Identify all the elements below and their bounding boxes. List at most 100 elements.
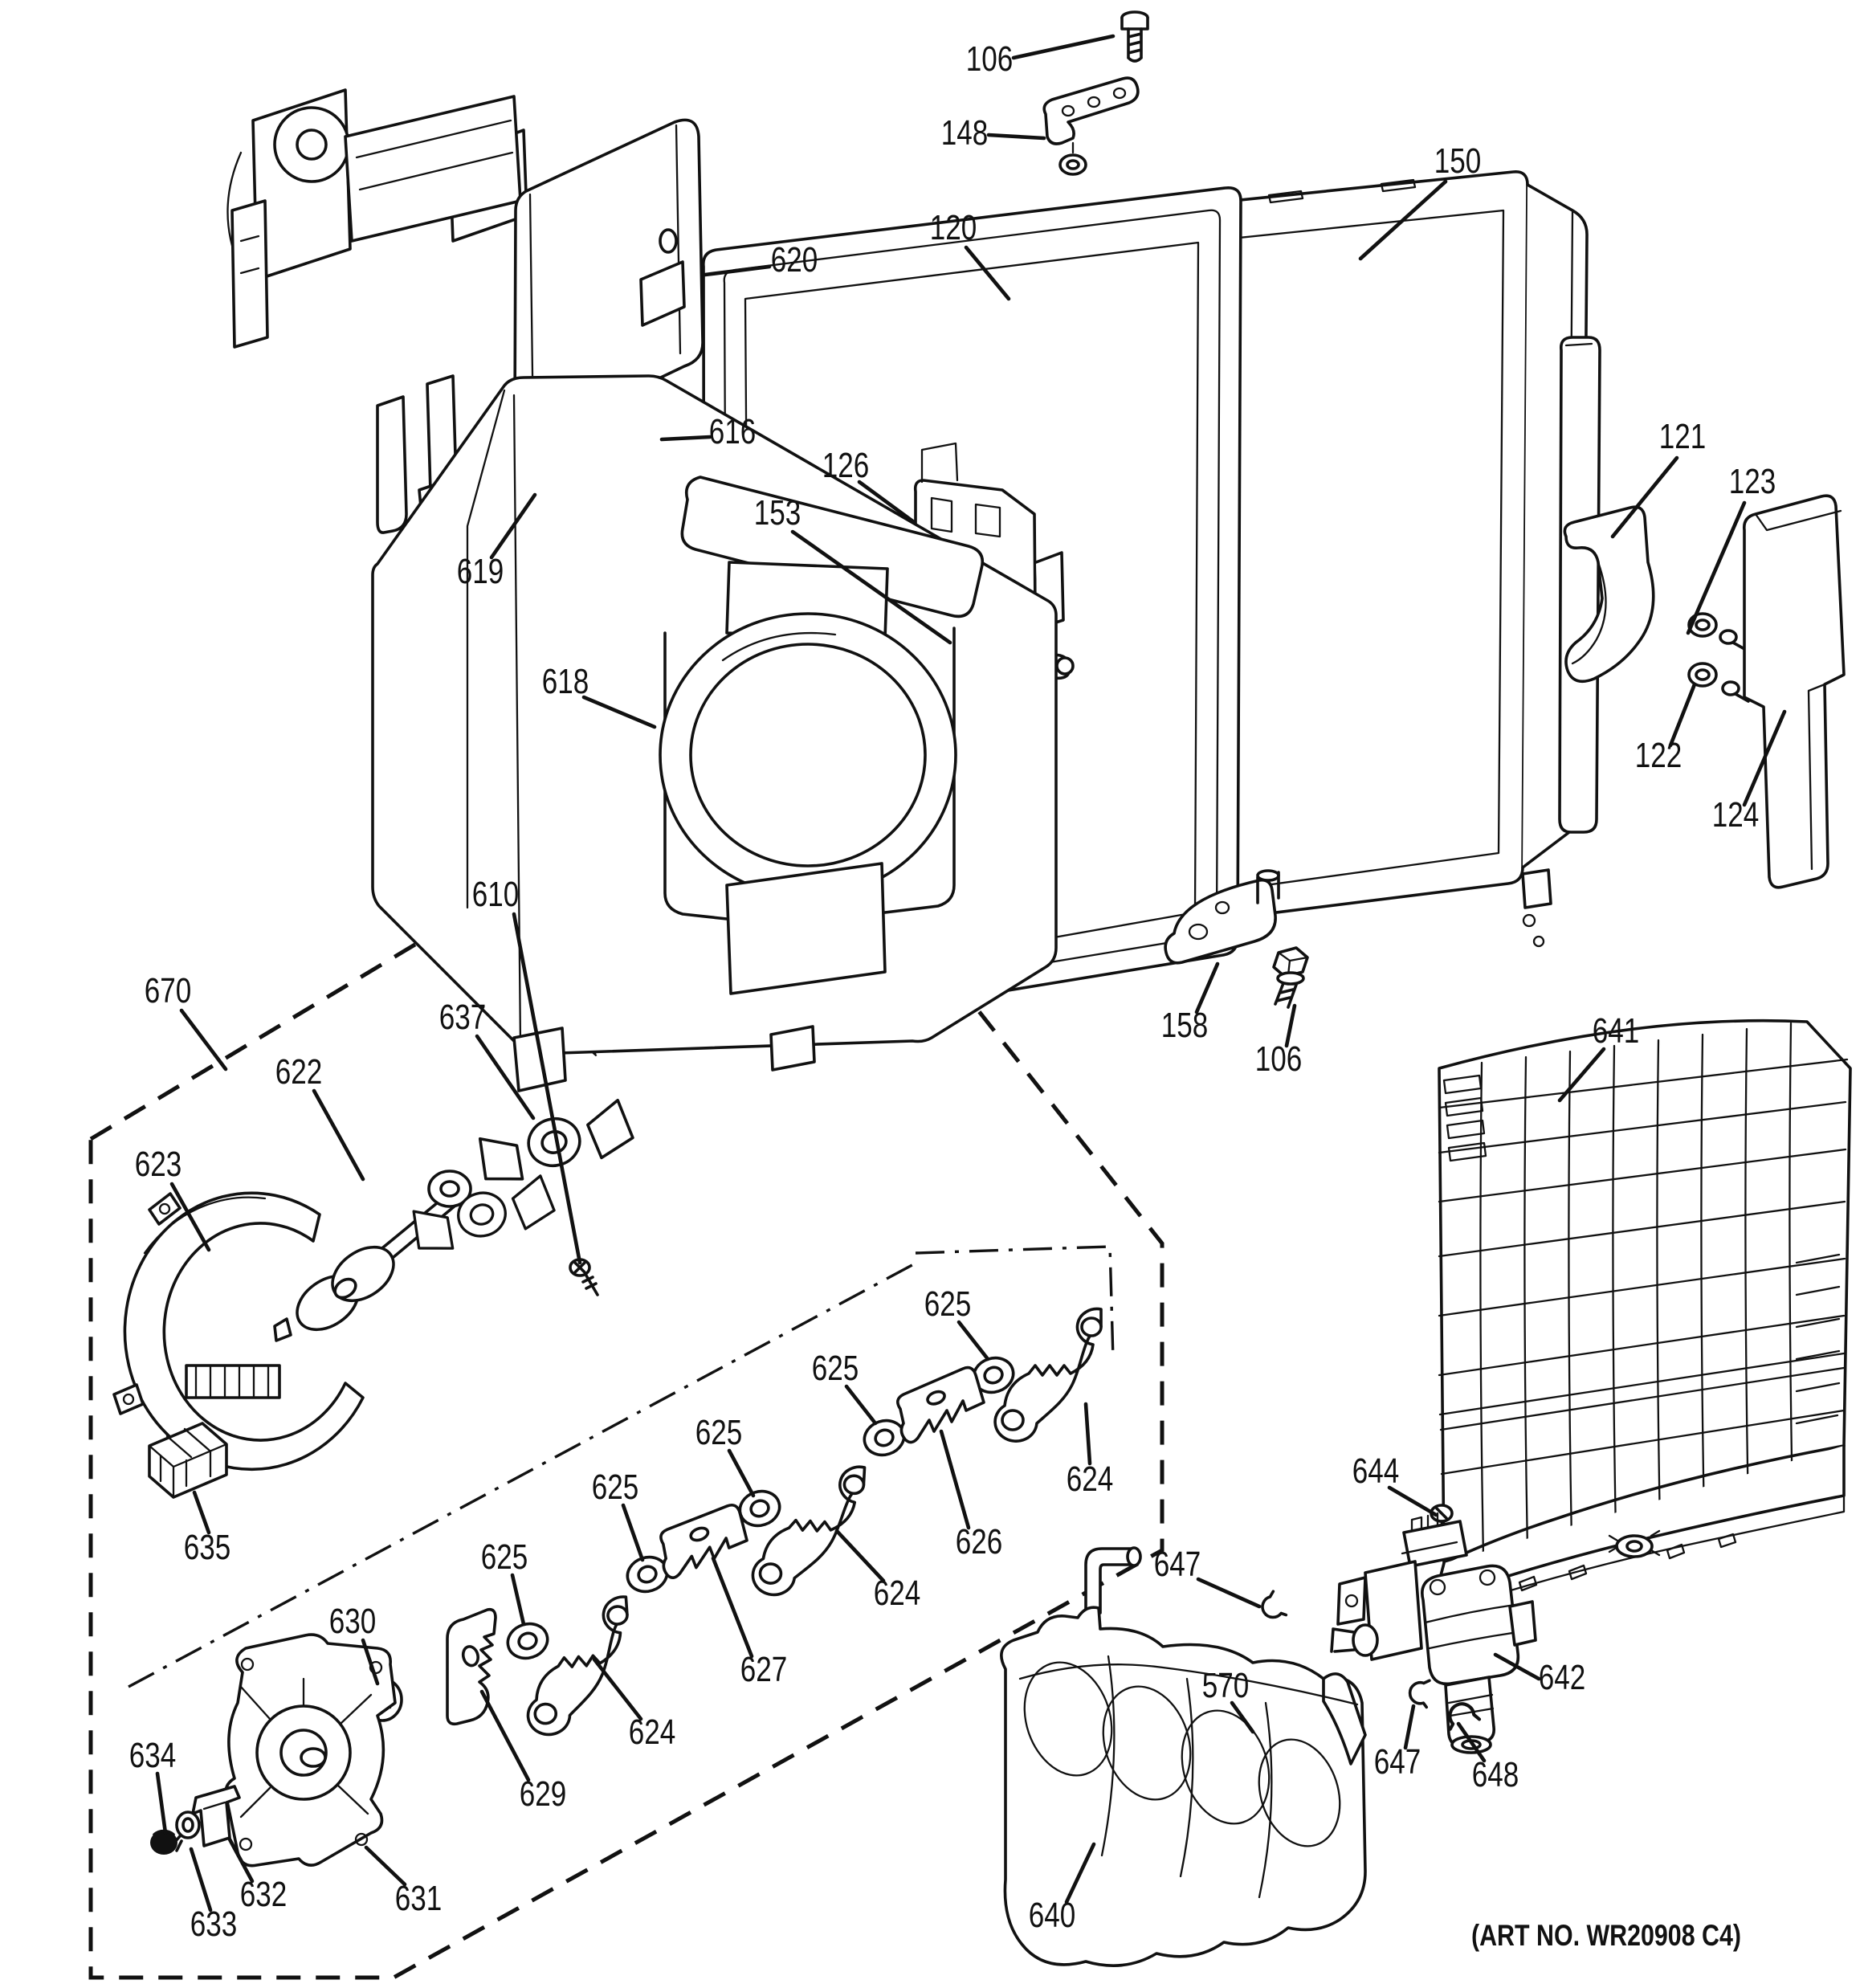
part-label-625-3: 625 xyxy=(695,1413,743,1452)
leader-line-124 xyxy=(1742,709,1787,807)
leader-line-644 xyxy=(1387,1485,1438,1517)
bracket-158 xyxy=(1164,869,1280,965)
auger-coupling-637 xyxy=(412,1098,634,1250)
leader-line-624-3 xyxy=(592,1657,643,1721)
part-label-634: 634 xyxy=(129,1736,177,1775)
ice-tray-640 xyxy=(1000,1546,1367,1967)
blade-axis-dashdot-line xyxy=(128,1259,920,1688)
leader-line-120 xyxy=(964,245,1011,301)
part-label-624-3: 624 xyxy=(629,1712,676,1752)
cap-634 xyxy=(150,1829,177,1855)
part-label-630: 630 xyxy=(329,1602,377,1641)
leader-line-618 xyxy=(581,695,657,729)
spacer-plate-627 xyxy=(658,1500,750,1582)
part-label-148: 148 xyxy=(941,113,989,153)
leader-line-625-2 xyxy=(844,1384,878,1426)
leader-line-623 xyxy=(169,1182,211,1252)
part-label-610: 610 xyxy=(472,875,520,914)
bolt-106-lower xyxy=(1272,946,1309,1009)
part-label-633: 633 xyxy=(190,1904,238,1944)
leader-line-150 xyxy=(1358,179,1448,261)
part-label-622: 622 xyxy=(275,1052,323,1092)
grommet-122-lower xyxy=(1687,662,1750,703)
water-valve-642 xyxy=(1330,1512,1537,1754)
leader-line-158 xyxy=(1194,961,1220,1014)
latch-121 xyxy=(1563,505,1655,684)
leader-line-123 xyxy=(1686,500,1747,635)
leader-line-632 xyxy=(227,1837,255,1884)
part-label-632: 632 xyxy=(240,1875,288,1914)
leader-line-634 xyxy=(155,1771,168,1835)
bushing-625-5 xyxy=(501,1617,554,1665)
leader-line-122 xyxy=(1668,682,1697,748)
leader-line-641 xyxy=(1557,1047,1606,1103)
screw-610 xyxy=(569,1258,599,1296)
leader-line-570 xyxy=(1230,1700,1255,1734)
part-label-647-2: 647 xyxy=(1374,1742,1421,1782)
part-label-623: 623 xyxy=(135,1145,182,1184)
leader-line-630 xyxy=(361,1638,380,1686)
leader-line-622 xyxy=(312,1088,365,1182)
leader-line-625 xyxy=(956,1320,990,1361)
leader-line-625-5 xyxy=(510,1573,526,1627)
leader-line-647 xyxy=(1196,1577,1262,1609)
part-label-631: 631 xyxy=(395,1879,443,1918)
part-label-618: 618 xyxy=(542,662,589,701)
ice-bucket-618 xyxy=(371,374,1058,1092)
clip-647-a xyxy=(1256,1588,1288,1623)
leader-line-610 xyxy=(512,912,582,1265)
part-label-153: 153 xyxy=(754,493,801,533)
part-label-106: 106 xyxy=(966,39,1014,79)
part-label-121: 121 xyxy=(1659,417,1707,456)
leader-line-626 xyxy=(939,1429,971,1530)
part-label-635: 635 xyxy=(184,1528,231,1567)
part-label-627: 627 xyxy=(740,1650,788,1689)
leader-line-619 xyxy=(489,492,537,560)
leader-line-670 xyxy=(179,1008,228,1072)
part-label-625-4: 625 xyxy=(592,1468,639,1507)
ice-maker-assembly-620 xyxy=(226,88,704,541)
part-label-570: 570 xyxy=(1202,1666,1250,1705)
part-label-670: 670 xyxy=(145,971,192,1010)
part-label-626: 626 xyxy=(956,1522,1003,1561)
part-label-629: 629 xyxy=(520,1774,567,1814)
part-label-625-5: 625 xyxy=(481,1537,528,1577)
blade-axis-dashdot-corner xyxy=(915,1245,1115,1360)
part-label-641: 641 xyxy=(1593,1011,1640,1051)
part-label-120: 120 xyxy=(930,208,977,247)
auger-motor-housing-623 xyxy=(112,1191,365,1472)
leader-line-106-2 xyxy=(1284,1003,1297,1048)
part-label-124: 124 xyxy=(1712,795,1760,835)
part-label-616: 616 xyxy=(709,412,757,451)
leader-line-126 xyxy=(857,480,916,525)
part-label-644: 644 xyxy=(1352,1451,1400,1491)
part-label-625: 625 xyxy=(924,1284,972,1324)
leader-line-633 xyxy=(189,1847,213,1912)
part-label-647: 647 xyxy=(1154,1545,1201,1584)
leader-line-635 xyxy=(192,1490,211,1535)
leader-line-625-3 xyxy=(727,1448,756,1498)
screw-106-top xyxy=(1120,10,1149,63)
part-label-619: 619 xyxy=(457,552,504,591)
leader-line-148 xyxy=(986,133,1046,141)
part-label-150: 150 xyxy=(1434,141,1482,181)
leader-line-642 xyxy=(1493,1652,1541,1681)
fan-shroud-plate-631 xyxy=(224,1633,397,1868)
grommet-122-upper xyxy=(1687,612,1748,651)
leader-line-629 xyxy=(479,1689,531,1782)
leader-line-627 xyxy=(711,1556,754,1659)
leader-line-637 xyxy=(475,1034,536,1121)
auger-622 xyxy=(273,1170,472,1342)
part-label-106-2: 106 xyxy=(1255,1039,1303,1079)
art-number-text: (ART NO. WR20908 C4) xyxy=(1471,1919,1741,1952)
part-label-620: 620 xyxy=(771,240,818,280)
crusher-blade-624-3 xyxy=(518,1594,637,1737)
leader-line-620 xyxy=(703,264,772,277)
part-label-126: 126 xyxy=(822,446,870,485)
leader-line-631 xyxy=(364,1845,407,1887)
leader-line-640 xyxy=(1064,1842,1096,1904)
part-label-123: 123 xyxy=(1729,462,1776,501)
part-label-637: 637 xyxy=(439,998,487,1037)
leader-line-121 xyxy=(1610,455,1679,539)
